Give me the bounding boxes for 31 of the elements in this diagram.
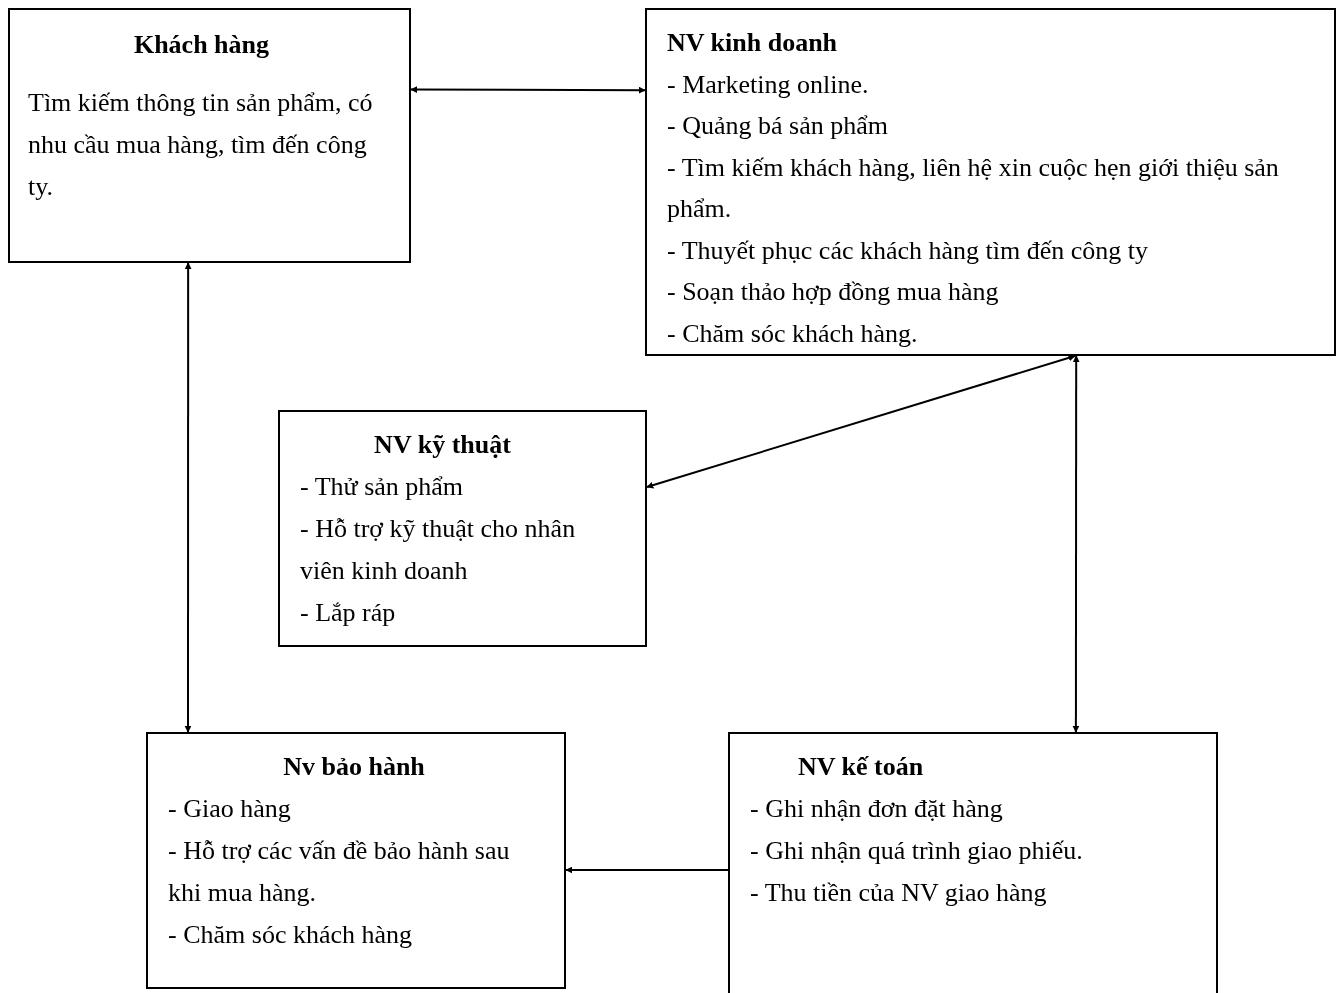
task-text: - Quảng bá sản phẩm (667, 110, 889, 142)
task-text: - Giao hàng (168, 793, 292, 825)
task-text: - Lắp ráp (300, 597, 397, 629)
arrow (410, 86, 646, 94)
arrow (565, 866, 729, 874)
task-text: - Ghi nhận quá trình giao phiếu. (750, 835, 1084, 867)
task-text: - Ghi nhận đơn đặt hàng (750, 793, 1004, 825)
role-box (146, 732, 566, 989)
task-text: - Hỗ trợ các vấn đề bảo hành sau khi mua hàng. (168, 835, 511, 909)
task-text: - Soạn thảo hợp đồng mua hàng (667, 276, 1000, 308)
role-box (8, 8, 411, 263)
box-heading: NV kinh doanh (667, 27, 839, 59)
arrow (184, 262, 192, 733)
task-text: - Tìm kiếm khách hàng, liên hệ xin cuộc hẹn giới thiệu sản phẩm. (667, 151, 1280, 225)
role-box (728, 732, 1218, 993)
box-heading: NV kế toán (797, 751, 925, 783)
task-text: - Thử sản phẩm (300, 471, 465, 503)
task-text: - Marketing online. (667, 68, 870, 101)
task-text: - Chăm sóc khách hàng (168, 919, 414, 951)
task-text: - Thu tiền của NV giao hàng (750, 877, 1048, 909)
task-text: - Thuyết phục các khách hàng tìm đến công ty (667, 234, 1150, 267)
role-box (278, 410, 647, 647)
task-text: Tìm kiếm thông tin sản phẩm, có nhu cầu mua hàng, tìm đến công ty. (28, 87, 374, 203)
task-text: - Chăm sóc khách hàng. (667, 317, 919, 350)
arrow (1072, 355, 1080, 733)
arrow (646, 354, 1076, 489)
task-text: - Hỗ trợ kỹ thuật cho nhân viên kinh doanh (300, 513, 577, 587)
box-heading: Khách hàng (132, 29, 271, 61)
role-box (645, 8, 1336, 356)
box-heading: NV kỹ thuật (373, 429, 512, 461)
box-heading: Nv bảo hành (282, 751, 426, 783)
